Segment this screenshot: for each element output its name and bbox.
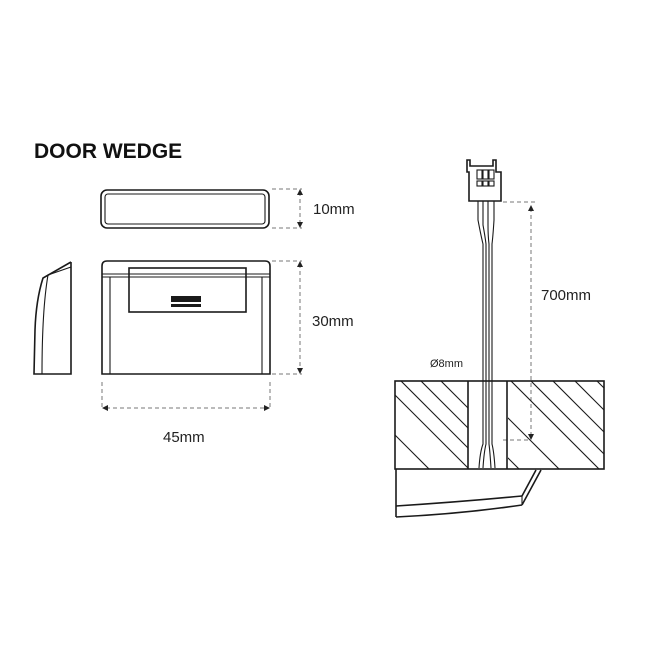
- dimension-10mm: 10mm: [272, 188, 355, 229]
- switch-window: [128, 267, 247, 313]
- dimension-45mm: 45mm: [101, 382, 271, 446]
- dimension-label-45mm: 45mm: [163, 429, 205, 446]
- front-view: [101, 260, 271, 375]
- drawing-title: DOOR WEDGE: [34, 140, 182, 163]
- dimension-label-30mm: 30mm: [312, 313, 354, 330]
- wedge-installed: [395, 469, 542, 518]
- top-view: [100, 189, 270, 229]
- connector: [466, 159, 502, 202]
- dimension-label-700mm: 700mm: [541, 287, 591, 304]
- dimension-30mm: 30mm: [272, 260, 354, 375]
- switch-slot: [171, 296, 201, 302]
- side-view: [33, 261, 72, 375]
- dimension-label-10mm: 10mm: [313, 201, 355, 218]
- cable: [477, 201, 496, 469]
- dimension-700mm: 700mm: [503, 201, 591, 441]
- dimension-label-hole-diameter: Ø8mm: [430, 358, 463, 370]
- door-frame-section: [394, 380, 605, 470]
